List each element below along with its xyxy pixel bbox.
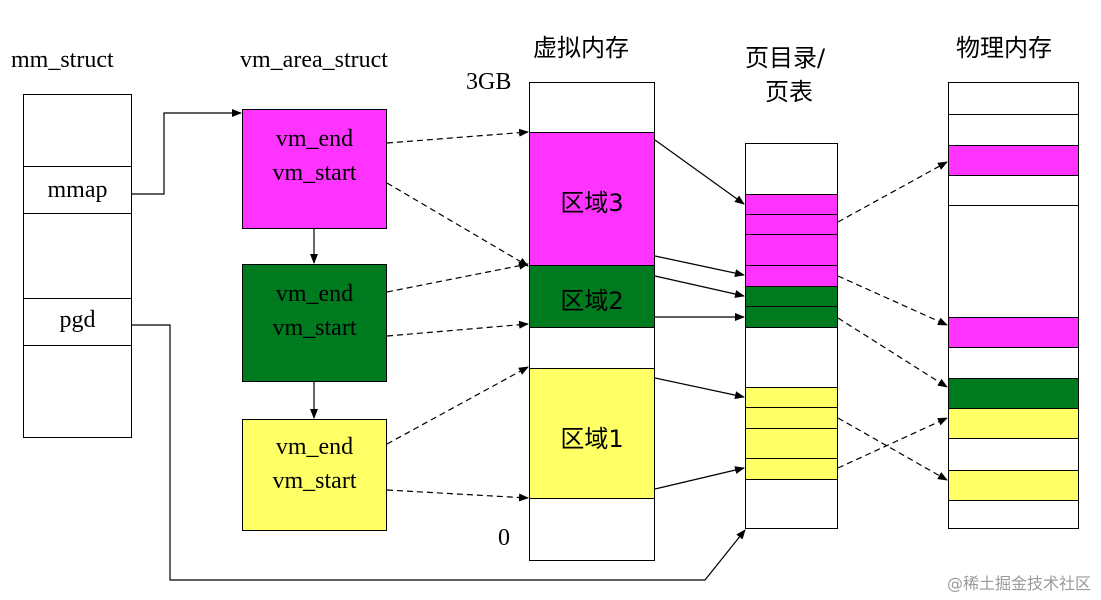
- vma-3-end-label: vm_end: [275, 126, 354, 152]
- phys-page-green-1: [948, 378, 1079, 409]
- mmap-to-vma-arrow: [132, 109, 242, 195]
- region-3-label: 区域3: [560, 189, 624, 217]
- vma3-start-arrow: [386, 182, 529, 267]
- vma2-start-arrow: [386, 320, 529, 337]
- vma-box-1: vm_end vm_start: [242, 419, 387, 531]
- pgd-to-page-table-arrow: [132, 324, 746, 581]
- pte-to-phys-arrow-5: [837, 417, 948, 469]
- page-table-title-line1: 页目录/: [745, 44, 826, 72]
- pte-green-2: [745, 306, 838, 328]
- vm-to-pte-arrow-1: [654, 139, 745, 205]
- phys-line-2: [948, 205, 1079, 206]
- region-1-label: 区域1: [560, 425, 624, 453]
- region-3: 区域3: [529, 132, 655, 266]
- region-2: 区域2: [529, 265, 655, 328]
- phys-page-yellow-2: [948, 470, 1079, 501]
- mm-struct-mmap-field: mmap: [23, 166, 132, 214]
- vm-to-pte-arrow-2: [654, 255, 745, 278]
- vma-box-3: vm_end vm_start: [242, 109, 387, 229]
- vma-2-end-label: vm_end: [275, 281, 354, 307]
- phys-page-magenta-1: [948, 145, 1079, 176]
- phys-page-magenta-2: [948, 317, 1079, 348]
- mmap-label: mmap: [47, 177, 108, 203]
- page-table-column: [745, 143, 838, 529]
- region-1: 区域1: [529, 368, 655, 499]
- vm-to-pte-arrow-6: [654, 466, 745, 490]
- virtual-memory-title: 虚拟内存: [533, 34, 629, 62]
- mm-struct-title: mm_struct: [11, 47, 114, 73]
- mm-struct-pgd-field: pgd: [23, 298, 132, 346]
- pte-to-phys-arrow-3: [837, 317, 948, 388]
- pte-to-phys-arrow-2: [837, 275, 948, 326]
- phys-line-1: [948, 114, 1079, 115]
- vm-to-pte-arrow-3: [654, 275, 745, 298]
- region-2-label: 区域2: [560, 287, 624, 315]
- pte-to-phys-arrow-4: [837, 417, 948, 481]
- virtual-memory-column: 区域3 区域2 区域1: [529, 82, 655, 561]
- physical-memory-title: 物理内存: [956, 34, 1052, 62]
- vma1-start-arrow: [386, 489, 529, 502]
- phys-page-yellow-1: [948, 408, 1079, 439]
- vma-1-end-label: vm_end: [275, 434, 354, 460]
- pte-to-phys-arrow-1: [837, 161, 948, 223]
- physical-memory-column: [948, 82, 1079, 529]
- vma-3-start-label: vm_start: [272, 160, 357, 186]
- vma3-end-arrow: [386, 128, 529, 144]
- vma-box-2: vm_end vm_start: [242, 264, 387, 382]
- pte-magenta-3: [745, 234, 838, 266]
- vma2-end-arrow: [386, 261, 529, 293]
- pgd-label: pgd: [59, 307, 96, 333]
- mm-struct-box: mmap pgd: [23, 94, 132, 438]
- page-table-title-line2: 页表: [765, 78, 813, 106]
- vma-1-start-label: vm_start: [272, 468, 357, 494]
- address-3gb-label: 3GB: [466, 69, 512, 95]
- vm-area-struct-title: vm_area_struct: [240, 47, 388, 73]
- address-0-label: 0: [498, 525, 510, 551]
- pte-yellow-4: [745, 458, 838, 480]
- vma-2-start-label: vm_start: [272, 315, 357, 341]
- vma1-end-arrow: [386, 366, 529, 445]
- watermark: @稀土掘金技术社区: [946, 574, 1091, 593]
- vm-to-pte-arrow-5: [654, 377, 745, 400]
